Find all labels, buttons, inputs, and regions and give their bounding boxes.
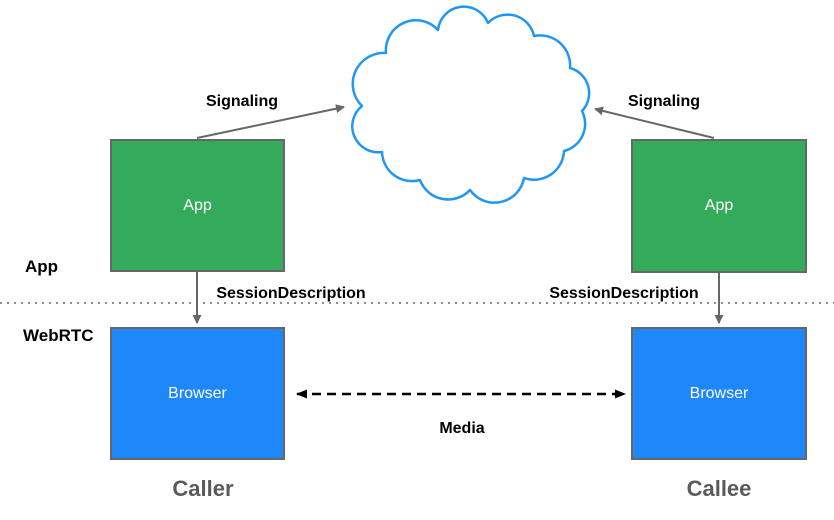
callee-app-label: App — [704, 197, 734, 214]
caller-browser-label: Browser — [168, 384, 227, 402]
signaling-arrow-left — [196, 104, 345, 139]
session-description-label-right: SessionDescription — [549, 285, 699, 302]
callee-browser-box: Browser — [631, 327, 807, 460]
signaling-label-left: Signaling — [206, 93, 278, 110]
signaling-network-cloud-icon — [351, 5, 591, 204]
media-label: Media — [439, 420, 485, 437]
callee-browser-label: Browser — [689, 384, 749, 402]
caller-app-label: App — [183, 196, 212, 214]
caller-browser-box: Browser — [110, 327, 285, 460]
callee-app-box: App — [631, 139, 807, 273]
lane-label-app: App — [25, 257, 59, 276]
caller-app-box: App — [110, 139, 285, 272]
signaling-label-right: Signaling — [628, 93, 700, 110]
caller-caption: Caller — [172, 476, 234, 501]
lane-label-webrtc: WebRTC — [23, 326, 94, 345]
callee-caption: Callee — [686, 476, 752, 501]
session-description-label-left: SessionDescription — [216, 285, 366, 302]
signaling-arrow-right — [594, 106, 715, 139]
